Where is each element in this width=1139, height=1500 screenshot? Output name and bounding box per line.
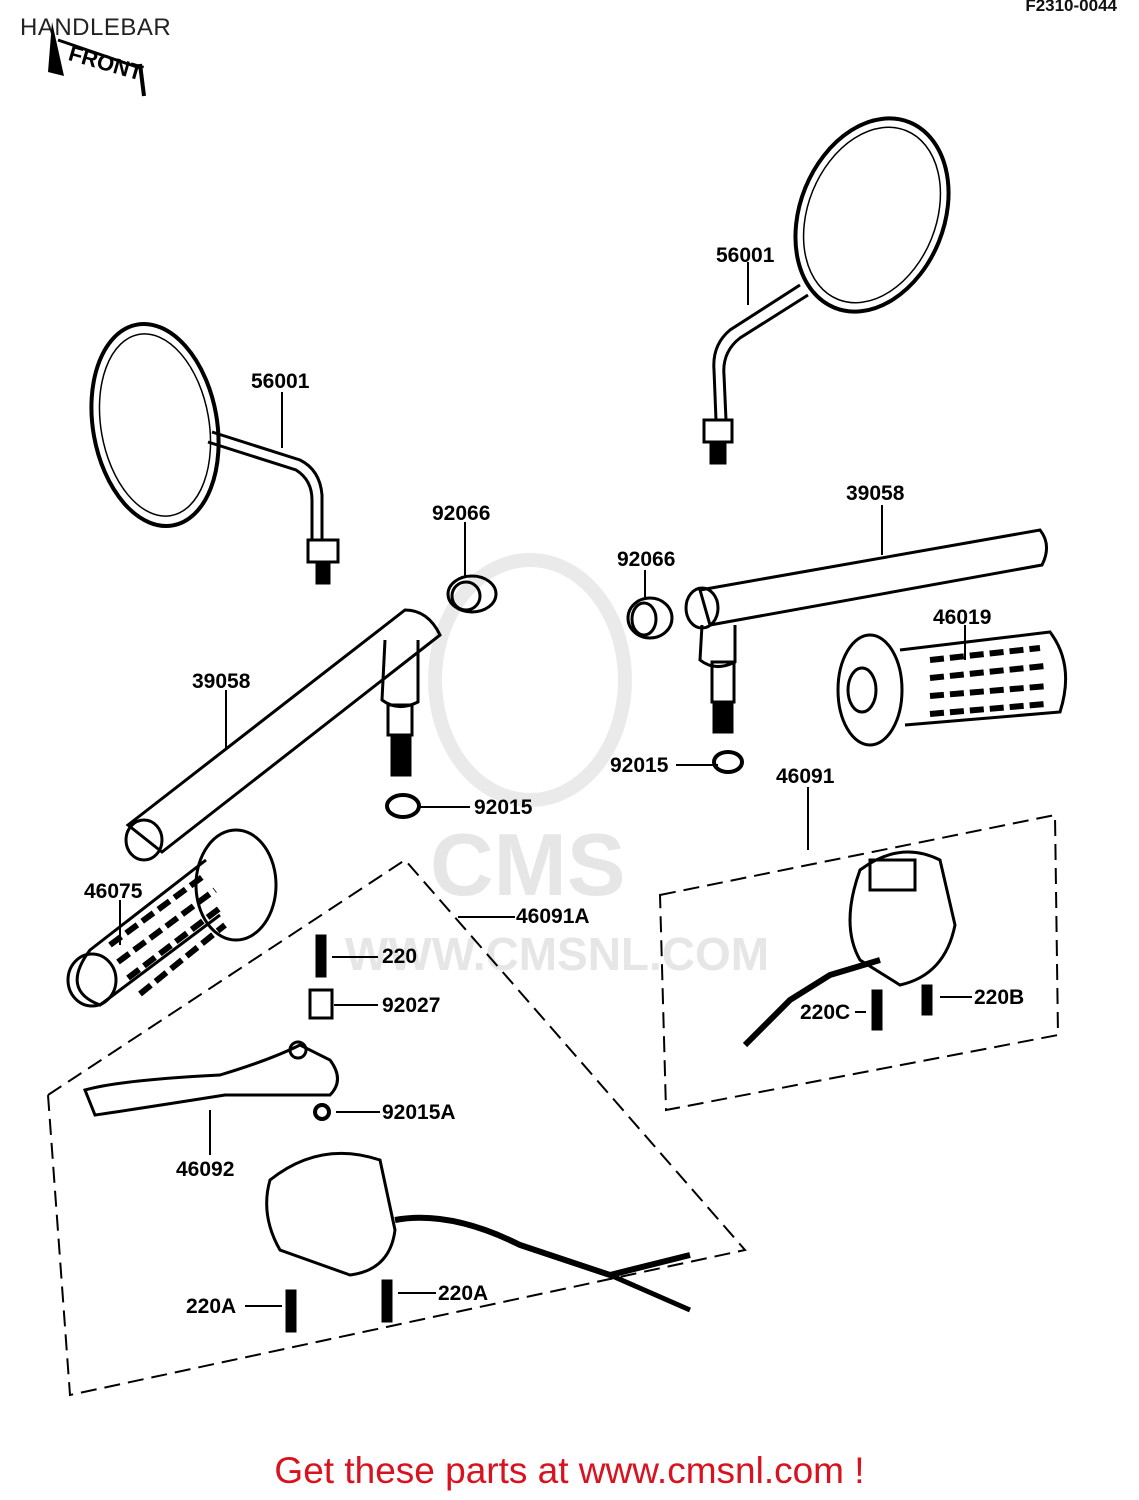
front-label: FRONT <box>66 40 146 85</box>
lever-assembly-group <box>46 858 747 1397</box>
switch-right-group <box>658 813 1060 1112</box>
label-nut-left: 92015 <box>474 796 533 819</box>
diagram-code: F2310-0044 <box>1025 0 1117 15</box>
label-screw-220b: 220B <box>974 986 1024 1009</box>
label-collar: 92027 <box>382 994 440 1017</box>
label-screw-220: 220 <box>382 945 417 968</box>
label-cap-right: 92066 <box>617 548 675 571</box>
grip-left-part <box>66 828 278 1008</box>
watermark-url: WWW.CMSNL.COM <box>345 928 769 980</box>
label-mirror-left: 56001 <box>251 370 310 393</box>
nut-left-part <box>385 793 421 819</box>
mirror-right-part <box>702 116 951 465</box>
handlebar-left-part <box>124 608 442 862</box>
footer-link[interactable]: Get these parts at www.cmsnl.com ! <box>274 1450 865 1491</box>
grip-right-part <box>836 630 1068 747</box>
front-arrow-icon: FRONT <box>48 22 146 97</box>
label-screw-220a-left: 220A <box>186 1295 236 1318</box>
label-cap-left: 92066 <box>432 502 490 525</box>
handlebar-right-part <box>684 528 1048 734</box>
label-nut-lever: 92015A <box>382 1101 456 1124</box>
label-grip-right: 46019 <box>933 606 991 629</box>
cap-right-part <box>626 596 674 640</box>
part-labels: 56001 56001 92066 92066 39058 46019 3905… <box>84 244 1024 1318</box>
mirror-left-part <box>89 321 340 585</box>
cap-left-part <box>446 574 498 614</box>
label-lever: 46092 <box>176 1158 234 1181</box>
label-mirror-right: 56001 <box>716 244 775 267</box>
label-handlebar-left: 39058 <box>192 670 251 693</box>
label-handlebar-right: 39058 <box>846 482 905 505</box>
nut-right-part <box>712 750 744 774</box>
label-switch-right: 46091 <box>776 765 835 788</box>
label-grip-left: 46075 <box>84 880 143 903</box>
label-nut-right: 92015 <box>610 754 669 777</box>
page-title: HANDLEBAR <box>20 14 172 41</box>
watermark: CMS WWW.CMSNL.COM <box>345 553 769 980</box>
label-screw-220a-right: 220A <box>438 1282 488 1305</box>
label-lever-assembly: 46091A <box>516 905 590 928</box>
label-screw-220c: 220C <box>800 1001 850 1024</box>
leader-lines <box>119 262 972 1307</box>
watermark-brand: CMS <box>430 815 626 914</box>
